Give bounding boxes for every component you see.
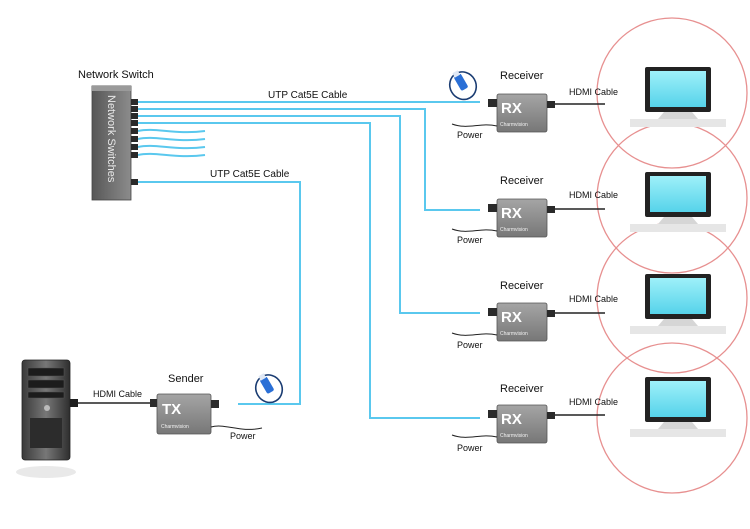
monitor-icon-4 <box>630 377 726 437</box>
sender-code: TX <box>162 401 181 418</box>
monitor-icon-3 <box>630 274 726 334</box>
monitor-zone-circle-4 <box>596 342 748 494</box>
cable-to-receiver-2 <box>138 108 480 211</box>
receiver-brand-4: Charmvision <box>500 433 528 439</box>
cable-stub-1 <box>137 128 206 134</box>
switch-body-text: Network Switches <box>105 95 117 183</box>
receiver-hdmi-label-3: HDMI Cable <box>569 294 618 304</box>
cable-stub-4 <box>137 152 206 158</box>
receiver-code-1: RX <box>501 100 522 117</box>
monitor-zone-circle-1 <box>596 17 748 169</box>
receiver-power-label-4: Power <box>457 443 483 453</box>
sender-link-cable-label: UTP Cat5E Cable <box>210 169 290 180</box>
receiver-power-label-1: Power <box>457 130 483 140</box>
receiver-unit-3 <box>451 302 605 342</box>
rj45-plug-icon-sender <box>254 373 284 404</box>
network-switch <box>91 85 138 201</box>
receiver-hdmi-label-2: HDMI Cable <box>569 190 618 200</box>
rj45-plug-icon-receiver <box>448 70 478 101</box>
receiver-unit-1 <box>451 93 605 133</box>
computer-hdmi-port <box>70 399 78 407</box>
receiver-code-3: RX <box>501 309 522 326</box>
receiver-unit-4 <box>451 404 605 444</box>
computer-tower-icon <box>16 359 76 478</box>
receiver-hdmi-label-1: HDMI Cable <box>569 87 618 97</box>
receiver-power-label-3: Power <box>457 340 483 350</box>
uplink-cable-label: UTP Cat5E Cable <box>268 90 348 101</box>
sender-title: Sender <box>168 373 204 385</box>
receiver-title-2: Receiver <box>500 175 544 187</box>
cable-stub-3 <box>137 144 206 150</box>
sender-power-label: Power <box>230 431 256 441</box>
receiver-unit-2 <box>451 198 605 238</box>
receiver-code-2: RX <box>501 205 522 222</box>
cable-sender-link <box>138 181 301 405</box>
receiver-title-4: Receiver <box>500 383 544 395</box>
receiver-hdmi-label-4: HDMI Cable <box>569 397 618 407</box>
cable-to-receiver-3 <box>138 115 480 314</box>
receiver-title-3: Receiver <box>500 280 544 292</box>
switch-ports <box>131 99 138 185</box>
receiver-title-1: Receiver <box>500 70 544 82</box>
cable-stub-2 <box>137 136 206 142</box>
monitor-icon-2 <box>630 172 726 232</box>
receiver-code-4: RX <box>501 411 522 428</box>
sender-brand: Charmvision <box>161 424 189 430</box>
receiver-brand-2: Charmvision <box>500 227 528 233</box>
cable-to-receiver-4 <box>138 122 480 419</box>
receiver-brand-3: Charmvision <box>500 331 528 337</box>
sender-unit <box>150 393 263 435</box>
receiver-brand-1: Charmvision <box>500 122 528 128</box>
receiver-power-label-2: Power <box>457 235 483 245</box>
monitor-icon-1 <box>630 67 726 127</box>
uplink-cables <box>137 101 480 419</box>
switch-title: Network Switch <box>78 69 154 81</box>
sender-hdmi-label: HDMI Cable <box>93 389 142 399</box>
